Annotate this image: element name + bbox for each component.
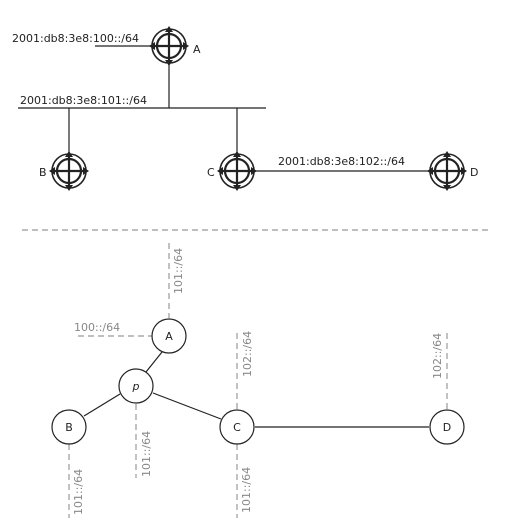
net-100-label: 2001:db8:3e8:100::/64 xyxy=(12,32,139,45)
node-p-label: p xyxy=(132,380,140,393)
node-a-label: A xyxy=(165,330,173,343)
router-c-icon[interactable] xyxy=(215,149,259,193)
router-b-icon[interactable] xyxy=(47,149,91,193)
edge-p-c xyxy=(152,392,222,420)
stub-d-102-label: 102::/64 xyxy=(431,333,444,379)
node-d[interactable]: D xyxy=(429,409,465,445)
node-d-label: D xyxy=(443,421,451,434)
router-c-label: C xyxy=(207,166,215,179)
node-p[interactable]: p xyxy=(118,368,154,404)
node-c-label: C xyxy=(233,421,241,434)
top-topology: 2001:db8:3e8:100::/64 2001:db8:3e8:101::… xyxy=(12,24,478,193)
edge-a-p xyxy=(145,351,163,373)
router-d-label: D xyxy=(470,166,478,179)
node-b-label: B xyxy=(65,421,73,434)
router-a-icon[interactable] xyxy=(147,24,191,68)
stub-a-100-label: 100::/64 xyxy=(74,321,120,334)
net-101-label: 2001:db8:3e8:101::/64 xyxy=(20,94,147,107)
stub-b-101-label: 101::/64 xyxy=(72,469,85,515)
router-b-label: B xyxy=(39,166,47,179)
node-a[interactable]: A xyxy=(151,318,187,354)
bottom-graph: A p B C D 100::/64 101::/64 102::/64 102… xyxy=(51,243,465,518)
net-102-label: 2001:db8:3e8:102::/64 xyxy=(278,155,405,168)
router-d-icon[interactable] xyxy=(425,149,469,193)
stub-c-101-label: 101::/64 xyxy=(240,467,253,513)
router-a-label: A xyxy=(193,43,201,56)
stub-c-102-label: 102::/64 xyxy=(241,331,254,377)
edge-p-b xyxy=(83,393,121,417)
node-b[interactable]: B xyxy=(51,409,87,445)
node-c[interactable]: C xyxy=(219,409,255,445)
stub-p-101-label: 101::/64 xyxy=(140,431,153,477)
stub-a-101-label: 101::/64 xyxy=(172,248,185,294)
